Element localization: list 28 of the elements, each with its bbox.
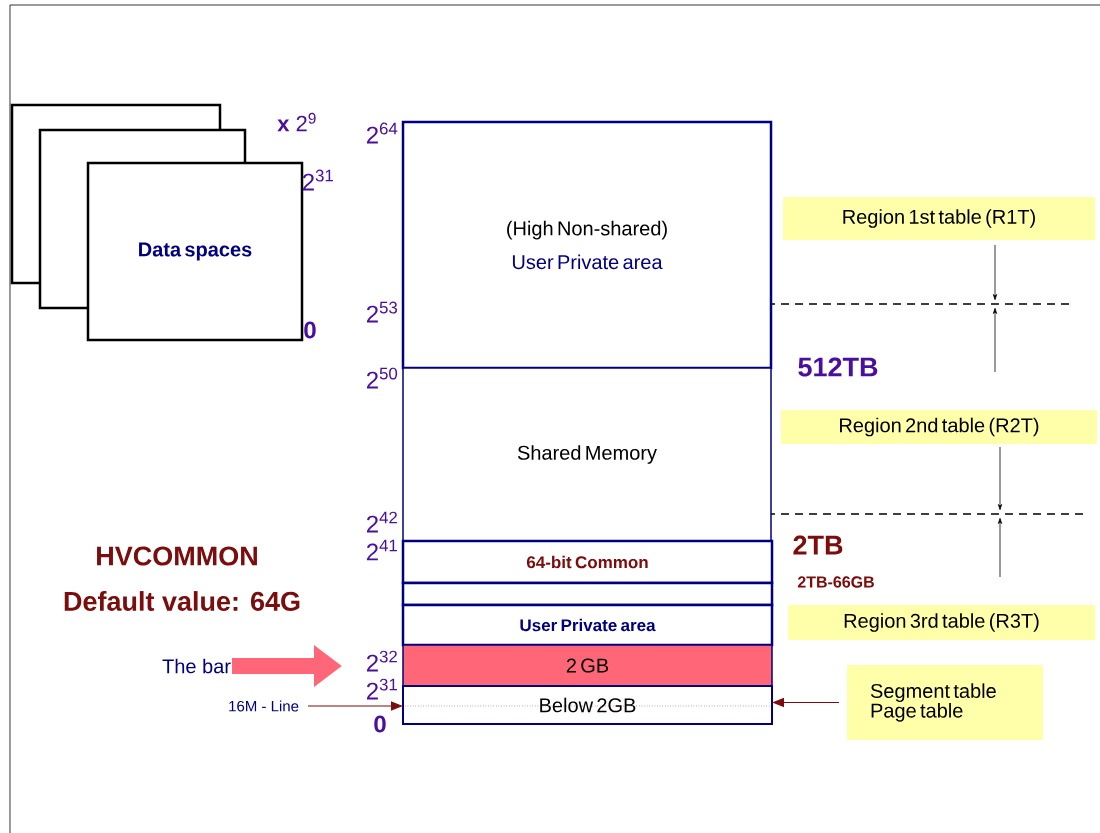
memory-region: (High Non-shared) User Private area [401, 120, 773, 370]
address-label: 0 [374, 715, 386, 733]
address-label: 2$^{50}$ [366, 367, 398, 389]
text-label: The bar [162, 658, 231, 674]
address-label: 2$^{32}$ [366, 650, 397, 672]
size-label: 2TB [793, 535, 843, 555]
address-label: 2$^{31}$ [366, 678, 397, 700]
heading: HVCOMMON [97, 546, 257, 566]
table-label: Region 1st table (R1T) [783, 197, 1095, 240]
size-label: 2TB-66GB [797, 576, 874, 588]
memory-region: 2 GB [402, 644, 773, 687]
address-label: x 2$^{9}$ [277, 112, 316, 132]
memory-region: Below 2GB [402, 685, 773, 725]
table-label: Region 3rd table (R3T) [788, 605, 1095, 640]
address-label: 2$^{41}$ [366, 539, 397, 561]
memory-region: User Private area [401, 603, 774, 647]
size-label: 512TB [798, 357, 878, 377]
data-space-box: Data spaces [86, 161, 304, 342]
address-label: 2$^{42}$ [366, 511, 397, 533]
address-label: 2$^{31}$ [302, 169, 333, 191]
memory-region [401, 581, 774, 607]
table-label: Region 2nd table (R2T) [781, 410, 1097, 444]
table-label: Segment table Page table [847, 665, 1043, 740]
memory-region: 64-bit Common [401, 539, 774, 585]
text-label: 16M - Line [229, 700, 299, 712]
address-label: 2$^{64}$ [366, 122, 398, 144]
address-label: 2$^{53}$ [366, 301, 398, 323]
heading: Default value: 64G [64, 591, 300, 611]
